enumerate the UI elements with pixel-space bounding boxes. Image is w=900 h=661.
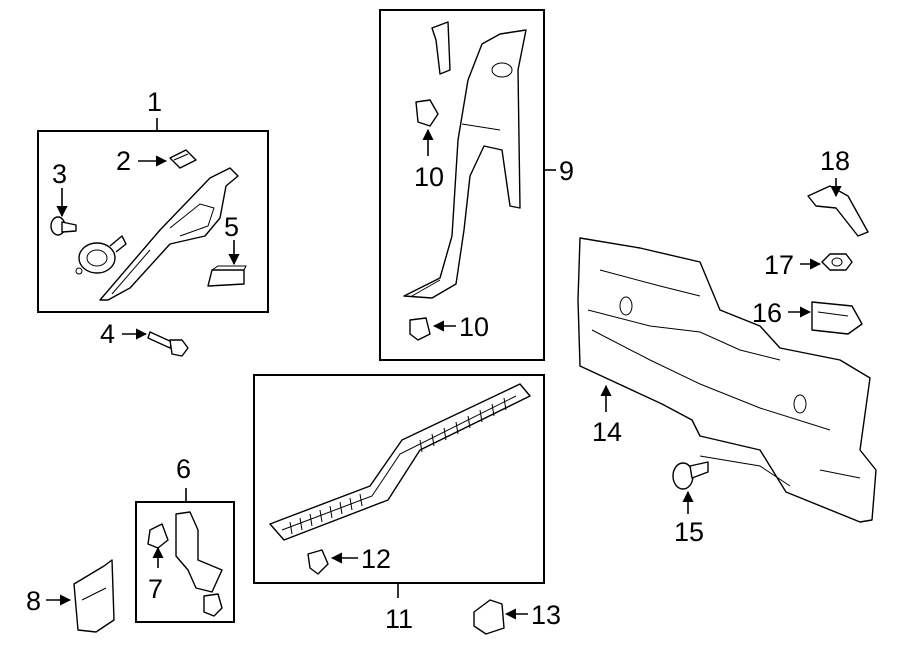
- callout-10-lower: 10: [459, 312, 489, 342]
- callout-15: 15: [674, 517, 704, 547]
- part-4-bolt: [147, 331, 189, 357]
- callout-16: 16: [752, 298, 782, 328]
- callout-13: 13: [531, 600, 561, 630]
- callout-4: 4: [100, 319, 115, 349]
- callout-12: 12: [361, 544, 391, 574]
- part-5-pad: [207, 265, 247, 287]
- callout-9: 9: [559, 156, 574, 186]
- callout-17: 17: [764, 250, 794, 280]
- part-6-bracket: [175, 511, 223, 617]
- callout-5: 5: [224, 212, 239, 242]
- part-17-nut: [821, 253, 853, 271]
- group-box-9: [379, 9, 556, 361]
- callout-18: 18: [820, 146, 850, 176]
- part-bracket-top: [431, 21, 451, 75]
- part-16-block: [811, 301, 863, 335]
- part-8-panel: [73, 559, 115, 633]
- group-box-6: [135, 488, 235, 623]
- part-3-screw: [50, 216, 77, 236]
- callout-7: 7: [148, 574, 163, 604]
- part-1-pillar-trim: [75, 167, 239, 301]
- callout-1: 1: [147, 87, 162, 117]
- part-13-clip: [473, 599, 505, 635]
- callout-6: 6: [176, 454, 191, 484]
- part-18-trim: [807, 185, 869, 237]
- callout-11: 11: [385, 604, 413, 634]
- part-12-clip: [307, 549, 329, 575]
- callout-8: 8: [26, 586, 41, 616]
- part-15-plug: [672, 461, 709, 490]
- part-9-pillar-trim: [403, 29, 527, 299]
- part-7-clip: [147, 523, 169, 549]
- callout-2: 2: [116, 146, 131, 176]
- part-11-scuff-plate: [269, 383, 531, 541]
- part-10-clip-lower: [409, 317, 431, 341]
- callout-10-upper: 10: [414, 162, 444, 192]
- part-14-back-panel: [577, 237, 877, 523]
- group-box-1: [37, 118, 269, 313]
- part-2-clip: [169, 149, 197, 169]
- callout-3: 3: [52, 159, 67, 189]
- callout-14: 14: [592, 417, 622, 447]
- part-10-clip-upper: [415, 99, 439, 127]
- group-box-11: [253, 374, 545, 598]
